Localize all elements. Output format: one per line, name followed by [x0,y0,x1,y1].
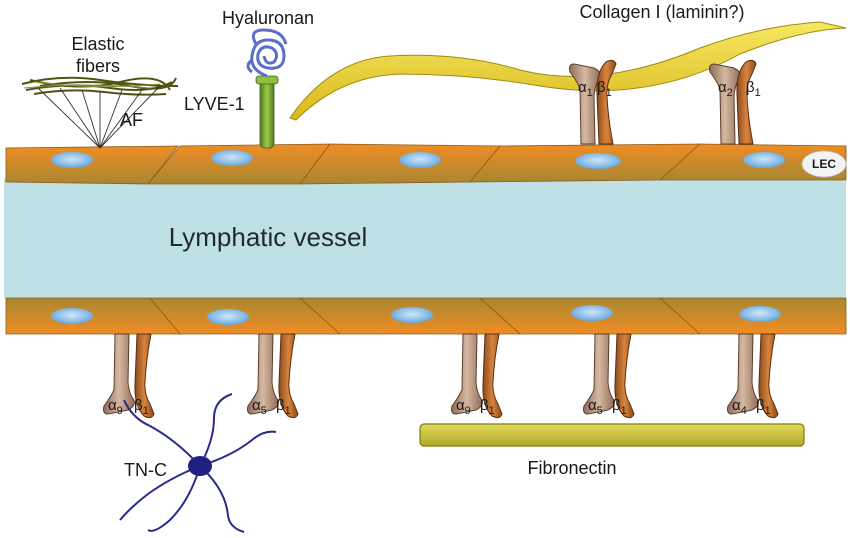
endothelial-cell [5,145,179,185]
integrin-alpha-label: α2 [718,79,733,99]
integrin-top-1: α1 β1 [569,59,617,145]
integrin-beta-label: β1 [276,397,291,417]
tenascin-c-hexabrachion [119,393,277,533]
collagen-fiber [289,21,847,121]
tnc-label: TN-C [124,460,167,480]
vessel-lumen [4,178,846,298]
cell-nucleus [207,309,249,325]
integrin-alpha-label: α4 [732,397,747,417]
tnc-core [188,456,212,476]
integrin-alpha-label: α5 [588,397,603,417]
integrin-beta-label: β1 [746,79,761,99]
integrin-alpha-label: α1 [578,79,593,99]
endothelial-cell [299,143,501,185]
hyaluronan-coil [246,28,288,78]
cell-nucleus [211,150,253,166]
lyve1-label: LYVE-1 [184,94,245,114]
hyaluronan-label: Hyaluronan [222,8,314,28]
integrin-beta-label: β1 [756,397,771,417]
cell-nucleus [51,152,93,168]
collagen-label: Collagen I (laminin?) [579,2,744,22]
bottom-endothelial-wall [5,297,847,335]
top-endothelial-wall: LEC [5,143,847,185]
elastic-fibers-label-line2: fibers [76,56,120,76]
integrin-alpha-label: α9 [456,397,471,417]
integrin-beta-label: β1 [480,397,495,417]
integrin-beta-label: β1 [612,397,627,417]
integrin-alpha-label: α5 [252,397,267,417]
integrin-bottom-1: α9 β1 [103,333,155,419]
lec-marker [801,150,847,178]
af-label: AF [120,110,143,130]
cell-nucleus [571,305,613,321]
integrin-bottom-4: α5 β1 [583,333,635,419]
lyve1-receptor [255,75,279,149]
vessel-label: Lymphatic vessel [169,222,367,252]
cell-nucleus [739,306,781,322]
cell-nucleus [399,152,441,168]
fibronectin-label: Fibronectin [527,458,616,478]
integrin-bottom-5: α4 β1 [727,333,779,419]
integrin-bottom-2: α5 β1 [247,333,299,419]
cell-nucleus [575,153,621,169]
lec-label: LEC [812,157,836,171]
cell-nucleus [391,307,433,323]
integrin-beta-label: β1 [134,397,149,417]
elastic-fibers [21,76,179,96]
fibronectin-bar [419,423,805,447]
cell-nucleus [51,308,93,324]
integrin-bottom-3: α9 β1 [451,333,503,419]
integrin-alpha-label: α9 [108,397,123,417]
cell-nucleus [743,152,785,168]
integrin-beta-label: β1 [597,79,612,99]
anchoring-filaments [37,85,161,149]
integrin-top-2: α2 β1 [709,59,761,145]
elastic-fibers-label: Elastic [71,34,124,54]
